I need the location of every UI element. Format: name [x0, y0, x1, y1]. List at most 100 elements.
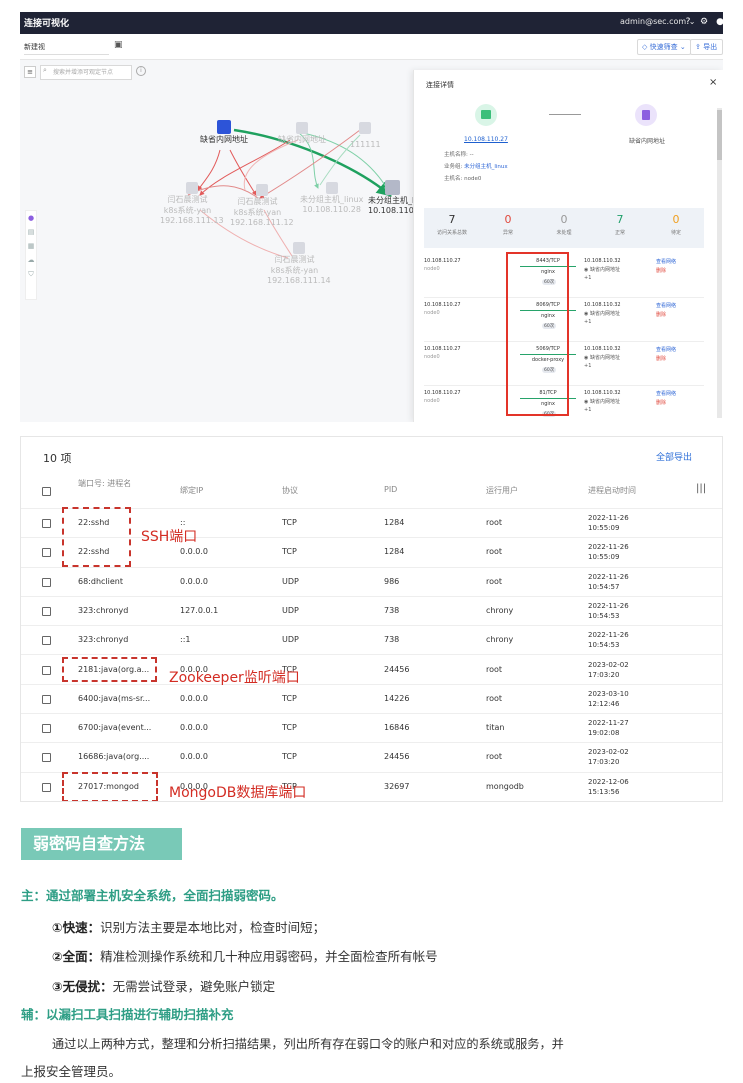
graph-node-k8s-yan-12[interactable]: 闫石晨测试 k8s系统-yan 192.168.111.12 — [230, 184, 294, 227]
cell-port-process: 22:sshd — [78, 518, 110, 527]
cloud-icon[interactable]: ☁ — [27, 256, 35, 264]
row-checkbox[interactable] — [42, 694, 51, 704]
drawer-title: 连接详情 — [426, 81, 454, 89]
save-icon[interactable]: ▣ — [114, 40, 123, 50]
view-network-link[interactable]: 查看网络 — [656, 391, 677, 397]
view-network-link[interactable]: 查看网络 — [656, 303, 677, 309]
graph-node-k8s-yan-14[interactable]: 闫石晨测试 k8s系统-yan 192.168.111.14 — [267, 242, 331, 285]
cell-bind-ip: 0.0.0.0 — [180, 693, 208, 703]
bell-icon[interactable]: ● — [716, 17, 723, 27]
row-checkbox[interactable] — [42, 548, 51, 558]
host-node-icon — [359, 122, 372, 134]
cell-protocol: TCP — [282, 781, 297, 791]
cell-port-process: 323:chronyd — [78, 635, 129, 645]
view-network-link[interactable]: 查看网络 — [656, 347, 677, 353]
method-item-fast: ①快速：识别方法主要是本地比对，检查时间短； — [52, 920, 326, 935]
search-icon: ⌕ — [43, 66, 47, 74]
shield-icon[interactable]: ⛉ — [28, 270, 34, 278]
connection-arrow — [549, 114, 581, 115]
row-checkbox[interactable] — [42, 753, 51, 763]
node-search-input[interactable]: 搜索并增添可观定节点 — [40, 65, 132, 80]
cell-port-process: 2181:java(org.a... — [78, 664, 150, 674]
row-checkbox[interactable] — [42, 577, 51, 587]
cell-run-user: root — [486, 547, 503, 557]
drawer-scroll-thumb[interactable] — [717, 110, 722, 160]
source-ip-link[interactable]: 10.108.110.27 — [464, 136, 508, 143]
filter-icon[interactable]: ≡ — [24, 66, 36, 78]
row-checkbox[interactable] — [42, 782, 51, 792]
cell-run-user: chrony — [486, 635, 514, 645]
row-checkbox[interactable] — [42, 724, 51, 734]
layer-icon[interactable]: ▤ — [27, 228, 35, 236]
info-hostname: 主机名称: -- — [444, 152, 474, 158]
mongodb-highlight-box — [62, 772, 158, 801]
connection-detail-drawer: 连接详情 × 10.108.110.27 缺省内网地址 主机名称: -- 业务组… — [413, 70, 723, 422]
grid-icon[interactable]: ▦ — [27, 242, 35, 250]
edge — [259, 129, 361, 199]
topology-canvas[interactable]: ≡ 搜索并增添可观定节点 ⌕ i ● ▤ ▦ ☁ ⛉ — [20, 60, 723, 422]
graph-node-ungrouped-li[interactable]: 未分组主机_li 10.108.110. — [368, 180, 416, 215]
cell-protocol: UDP — [282, 605, 299, 615]
top-bar: 连接可视化 admin@sec.com ⌄ ? ⚙ ● — [20, 12, 723, 34]
delete-link[interactable]: 删除 — [656, 312, 667, 318]
gear-icon[interactable]: ⚙ — [699, 17, 709, 27]
export-all-link[interactable]: 全部导出 — [656, 453, 693, 463]
delete-link[interactable]: 删除 — [656, 400, 667, 406]
cell-pid: 738 — [384, 635, 400, 645]
graph-node-k8s-yan-13[interactable]: 闫石晨测试 k8s系统-yan 192.168.111.13 — [160, 182, 224, 225]
cell-pid: 14226 — [384, 693, 410, 703]
quick-filter-button[interactable]: ◇ 快速筛查 ⌄ — [637, 39, 691, 55]
row-checkbox[interactable] — [42, 519, 51, 528]
delete-link[interactable]: 删除 — [656, 356, 667, 362]
cell-pid: 32697 — [384, 781, 410, 791]
host-node-icon — [296, 122, 308, 134]
user-account-menu[interactable]: admin@sec.com ⌄ — [620, 17, 696, 26]
host-node-icon — [255, 184, 268, 196]
select-all-checkbox[interactable] — [42, 487, 51, 496]
graph-node-default-intranet[interactable]: 缺省内网地址 — [200, 120, 248, 145]
close-icon[interactable]: × — [709, 77, 718, 88]
summary-line-2: 上报安全管理员。 — [21, 1064, 122, 1079]
col-start-time: 进程启动时间 — [588, 486, 636, 495]
drawer-scrollbar[interactable] — [717, 108, 722, 418]
cell-bind-ip: 0.0.0.0 — [180, 576, 208, 586]
cell-pid: 16846 — [384, 723, 410, 733]
row-checkbox[interactable] — [42, 636, 51, 646]
canvas-side-toolbar: ● ▤ ▦ ☁ ⛉ — [25, 210, 37, 300]
cell-protocol: UDP — [282, 576, 299, 586]
node-type-icon[interactable]: ● — [27, 214, 35, 222]
graph-node[interactable]: 缺省内网地址 — [278, 122, 326, 145]
columns-icon[interactable]: ||| — [696, 483, 707, 494]
cell-protocol: TCP — [282, 664, 297, 674]
cell-bind-ip: 0.0.0.0 — [180, 752, 208, 762]
col-port-process: 端口号: 进程名 — [78, 479, 132, 488]
edge — [229, 149, 257, 196]
cell-pid: 738 — [384, 605, 400, 615]
delete-link[interactable]: 删除 — [656, 268, 667, 274]
graph-node-ungrouped-linux[interactable]: 未分组主机_linux 10.108.110.28 — [300, 182, 363, 214]
cell-bind-ip: 0.0.0.0 — [180, 723, 208, 733]
question-icon[interactable]: ? — [685, 17, 691, 27]
row-checkbox[interactable] — [42, 606, 51, 616]
export-button[interactable]: ⇪ 导出 ⌄ — [690, 39, 723, 65]
view-select[interactable]: 新建视 — [24, 39, 109, 55]
row-checkbox[interactable] — [42, 665, 51, 675]
graph-node-111111[interactable]: 111111 — [350, 122, 381, 149]
info-icon[interactable]: i — [136, 66, 146, 76]
view-network-link[interactable]: 查看网络 — [656, 259, 677, 265]
